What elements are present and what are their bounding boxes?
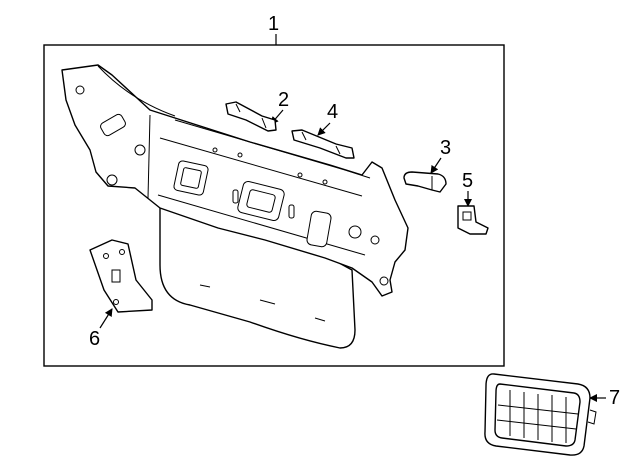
callout-3-label: 3 xyxy=(440,137,451,159)
callout-1-label: 1 xyxy=(268,13,279,35)
callout-5-label: 5 xyxy=(462,170,473,192)
part-bracket-3[interactable] xyxy=(403,171,447,193)
callout-7[interactable]: 7 xyxy=(589,387,620,409)
callout-1[interactable]: 1 xyxy=(268,13,279,45)
callout-6[interactable]: 6 xyxy=(89,308,113,350)
callout-6-label: 6 xyxy=(89,328,100,350)
callout-4[interactable]: 4 xyxy=(317,101,338,136)
part-vent-grille-7[interactable] xyxy=(484,373,597,456)
assembly-frame xyxy=(43,44,505,367)
part-reinforcement-2[interactable] xyxy=(225,101,277,132)
part-patch-panel-6[interactable] xyxy=(89,239,153,313)
callout-7-label: 7 xyxy=(609,387,620,409)
callout-2[interactable]: 2 xyxy=(270,89,289,125)
part-rear-body-panel[interactable] xyxy=(61,64,409,349)
part-reinforcement-4[interactable] xyxy=(291,129,355,159)
callout-3[interactable]: 3 xyxy=(430,137,451,174)
callout-4-label: 4 xyxy=(327,101,338,123)
callout-5[interactable]: 5 xyxy=(462,170,473,207)
part-bracket-5[interactable] xyxy=(457,205,489,235)
callout-2-label: 2 xyxy=(278,89,289,111)
